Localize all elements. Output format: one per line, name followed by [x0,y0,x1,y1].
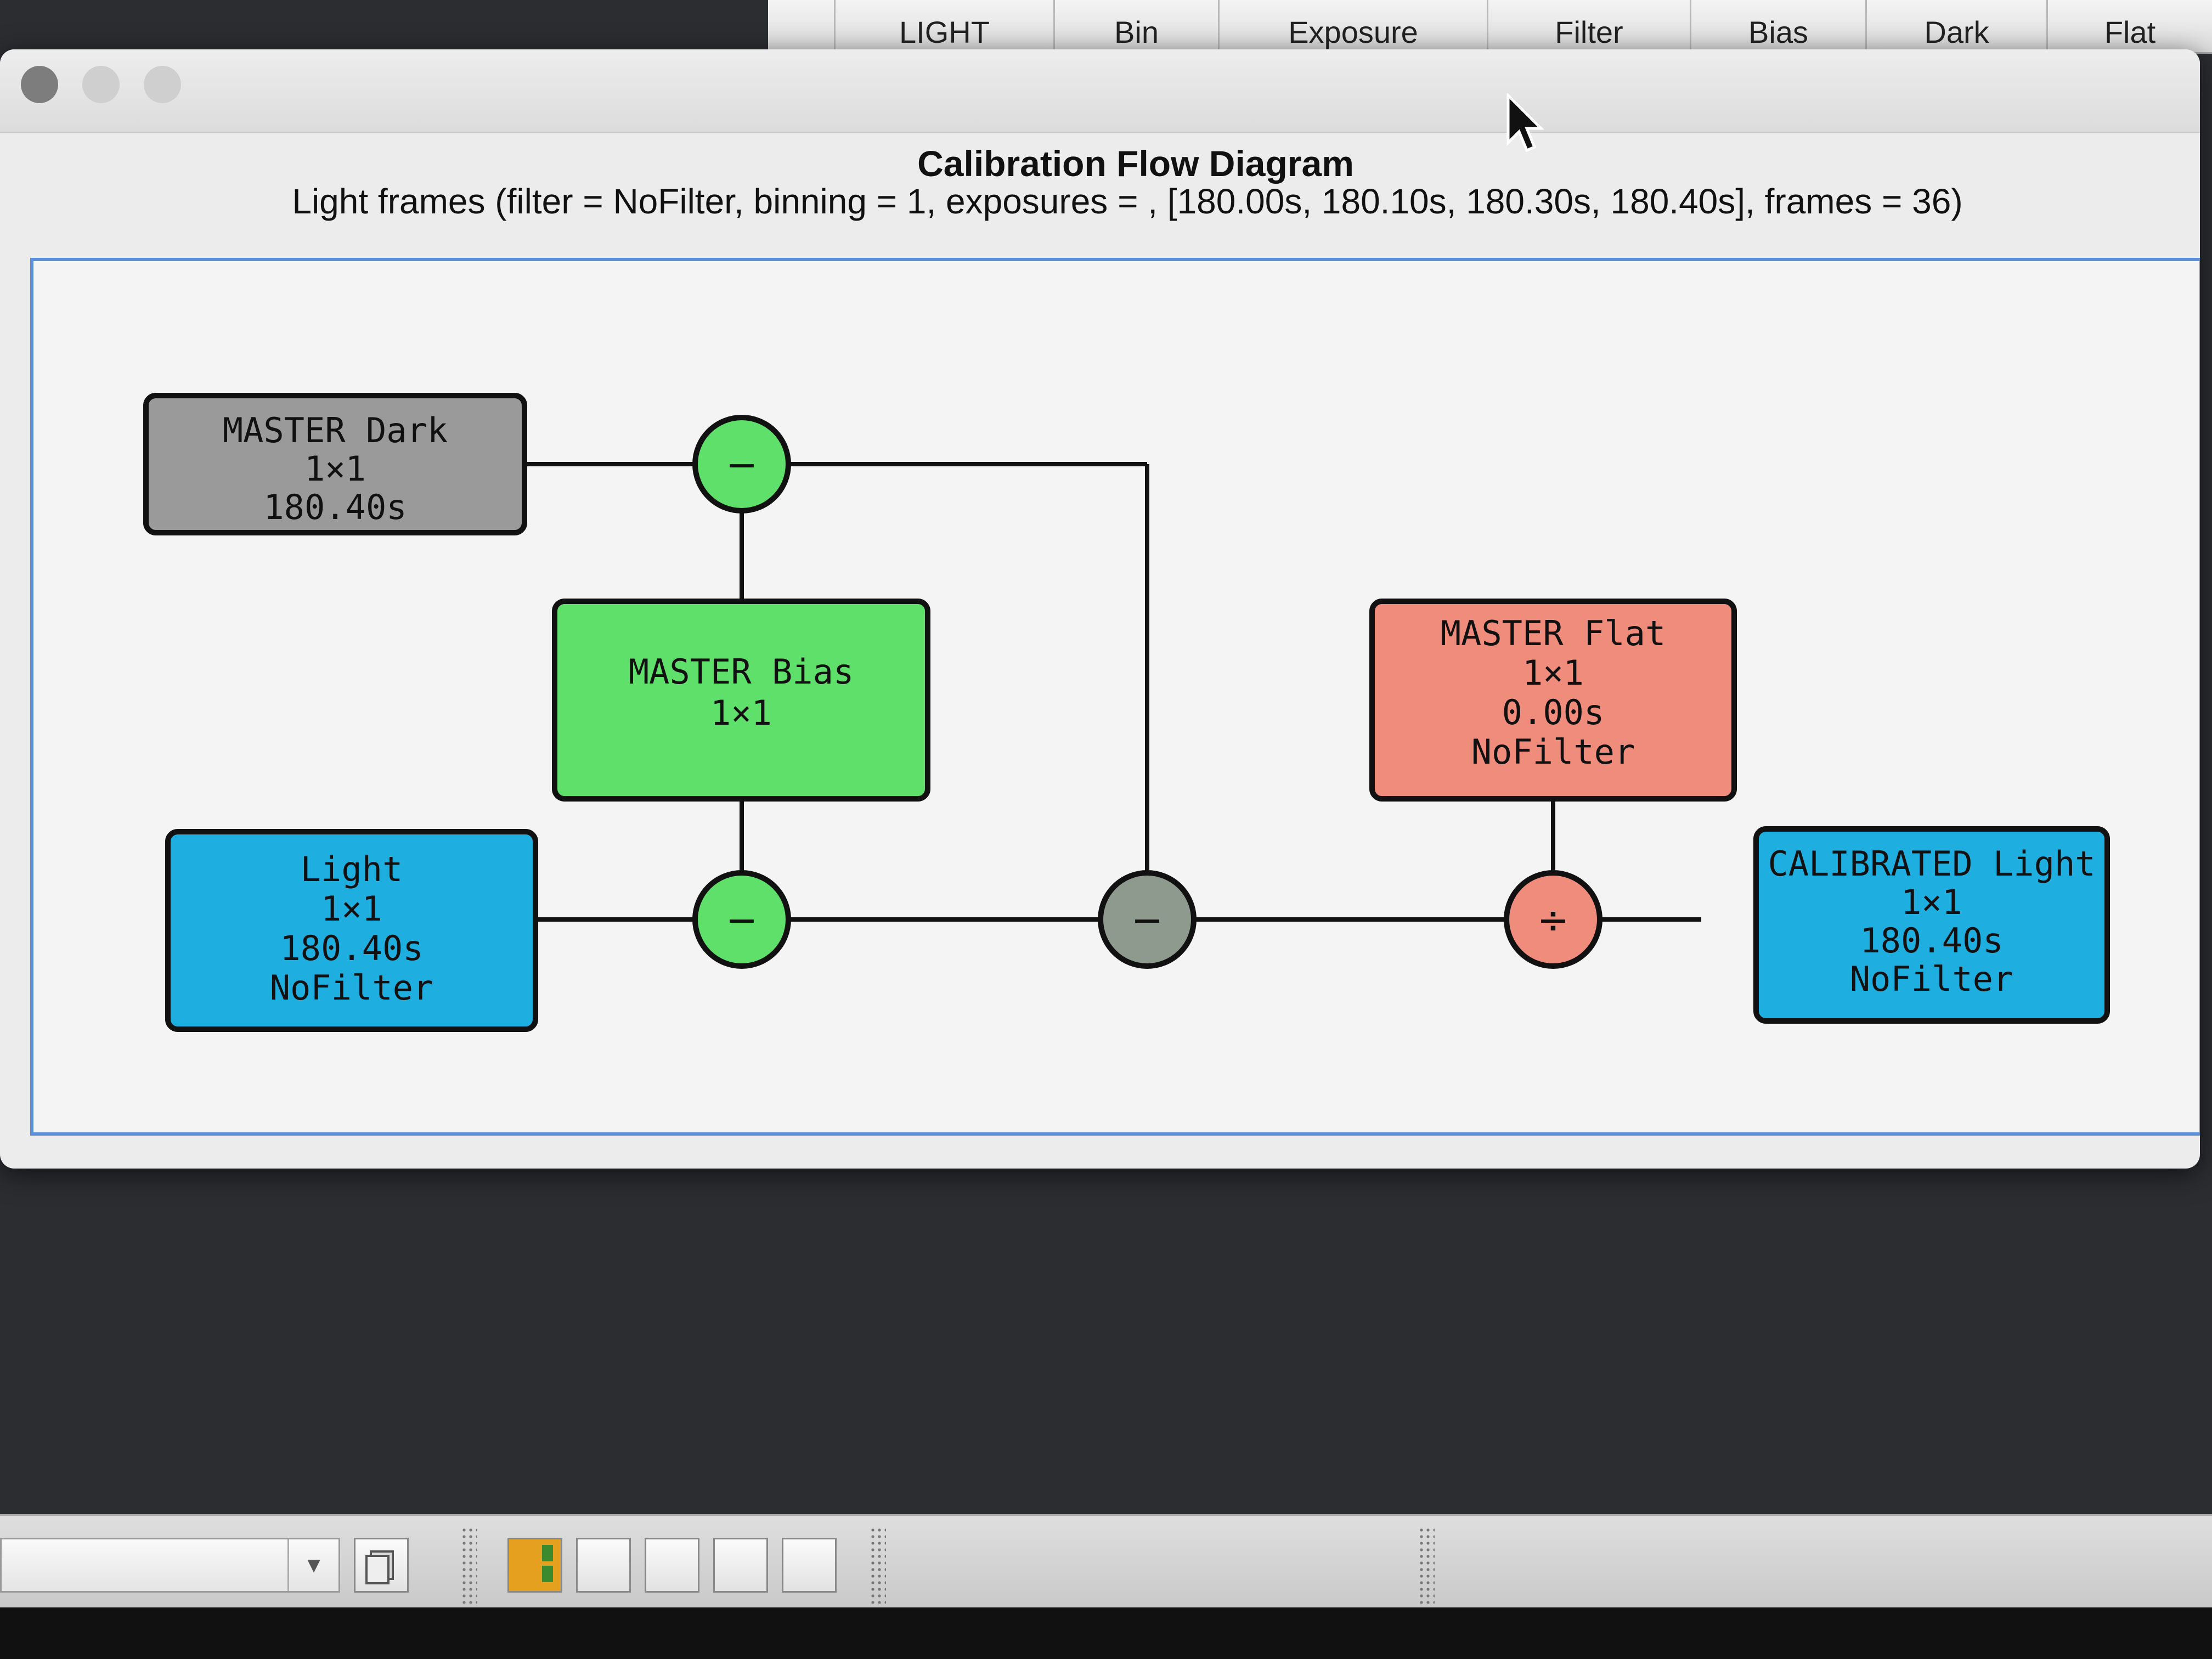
operator-light-minus-bias[interactable]: − [692,870,791,969]
column-header-flat[interactable]: Flat [2046,0,2212,52]
layout-button-4[interactable] [713,1538,768,1593]
zoom-window-button[interactable] [144,66,181,103]
layout-button-5[interactable] [782,1538,837,1593]
minus-icon: − [1131,898,1164,943]
node-master-bias[interactable]: MASTER Bias 1×1 [552,599,930,802]
screen-bottom-bar [0,1607,2212,1659]
node-master-flat-exposure: 0.00s [1502,692,1605,732]
divide-icon: ÷ [1537,898,1570,943]
node-master-bias-box [552,599,930,802]
column-header-bin[interactable]: Bin [1053,0,1218,52]
minus-icon: − [726,898,758,943]
column-header-filter[interactable]: Filter [1487,0,1690,52]
window-titlebar[interactable] [0,49,2200,133]
mouse-cursor-icon [1506,93,1544,153]
node-master-flat-box [1369,599,1737,802]
document-button[interactable] [354,1538,409,1593]
node-calibrated-light-binning: 1×1 [1901,882,1962,922]
node-calibrated-light-filter: NoFilter [1850,959,2014,999]
node-master-flat[interactable]: MASTER Flat 1×1 0.00s NoFilter [1369,599,1737,802]
node-master-dark-exposure: 180.40s [263,487,407,527]
node-master-dark[interactable]: MASTER Dark 1×1 180.40s [143,393,527,535]
node-calibrated-light-box [1753,826,2110,1024]
toolbar-grip[interactable] [870,1527,886,1604]
node-master-flat-filter: NoFilter [1471,732,1635,772]
node-master-bias-binning: 1×1 [710,693,772,733]
node-master-bias-label: MASTER Bias [629,652,854,692]
diagram-title: Calibration Flow Diagram [917,143,1354,184]
column-header-dark[interactable]: Dark [1865,0,2046,52]
flow-diagram: MASTER Dark 1×1 180.40s MASTER Bias 1×1 … [143,393,2110,1032]
close-window-button[interactable] [21,66,58,103]
node-master-dark-binning: 1×1 [304,449,366,489]
chevron-down-icon[interactable]: ▼ [287,1539,338,1591]
operator-divide-flat[interactable]: ÷ [1504,870,1602,969]
column-header-exposure[interactable]: Exposure [1218,0,1487,52]
operator-light-minus-bias-circle [692,870,791,969]
layout-icon [542,1545,553,1582]
node-master-flat-binning: 1×1 [1522,653,1584,693]
diagram-canvas: MASTER Dark 1×1 180.40s MASTER Bias 1×1 … [30,258,2200,1136]
node-light[interactable]: Light 1×1 180.40s NoFilter [165,829,538,1032]
node-calibrated-light-label: CALIBRATED Light [1768,844,2095,884]
layout-button-3[interactable] [645,1538,699,1593]
toolbar-grip[interactable] [461,1527,477,1604]
document-icon [365,1550,394,1584]
diagram-subtitle: Light frames (filter = NoFilter, binning… [292,182,1963,221]
node-calibrated-light-exposure: 180.40s [1860,921,2003,961]
toolbar-grip[interactable] [1418,1527,1435,1604]
node-light-exposure: 180.40s [280,928,423,968]
node-calibrated-light[interactable]: CALIBRATED Light 1×1 180.40s NoFilter [1753,826,2110,1024]
node-light-box [165,829,538,1032]
layout-button-2[interactable] [576,1538,631,1593]
calibration-flow-window: Calibration Flow Diagram Light frames (f… [0,49,2200,1169]
node-master-dark-label: MASTER Dark [223,410,448,450]
operator-divide-flat-circle [1504,870,1602,969]
layout-button-1[interactable] [507,1538,562,1593]
minus-icon: − [726,442,758,487]
operator-dark-minus-bias-circle [692,415,791,514]
column-header-light[interactable]: LIGHT [834,0,1053,52]
column-header-bias[interactable]: Bias [1690,0,1865,52]
node-master-flat-label: MASTER Flat [1441,613,1666,653]
node-master-dark-box [143,393,527,535]
bottom-toolbar: ▼ [0,1514,2212,1609]
node-light-label: Light [301,849,403,889]
operator-minus-dark-circle [1098,870,1197,969]
node-light-binning: 1×1 [321,889,382,929]
operator-minus-dark[interactable]: − [1098,870,1197,969]
operator-dark-minus-bias[interactable]: − [692,415,791,514]
background-table-header: LIGHT Bin Exposure Filter Bias Dark Flat [768,0,2212,54]
toolbar-combo-box[interactable]: ▼ [0,1538,340,1593]
node-light-filter: NoFilter [270,968,434,1008]
minimize-window-button[interactable] [82,66,120,103]
